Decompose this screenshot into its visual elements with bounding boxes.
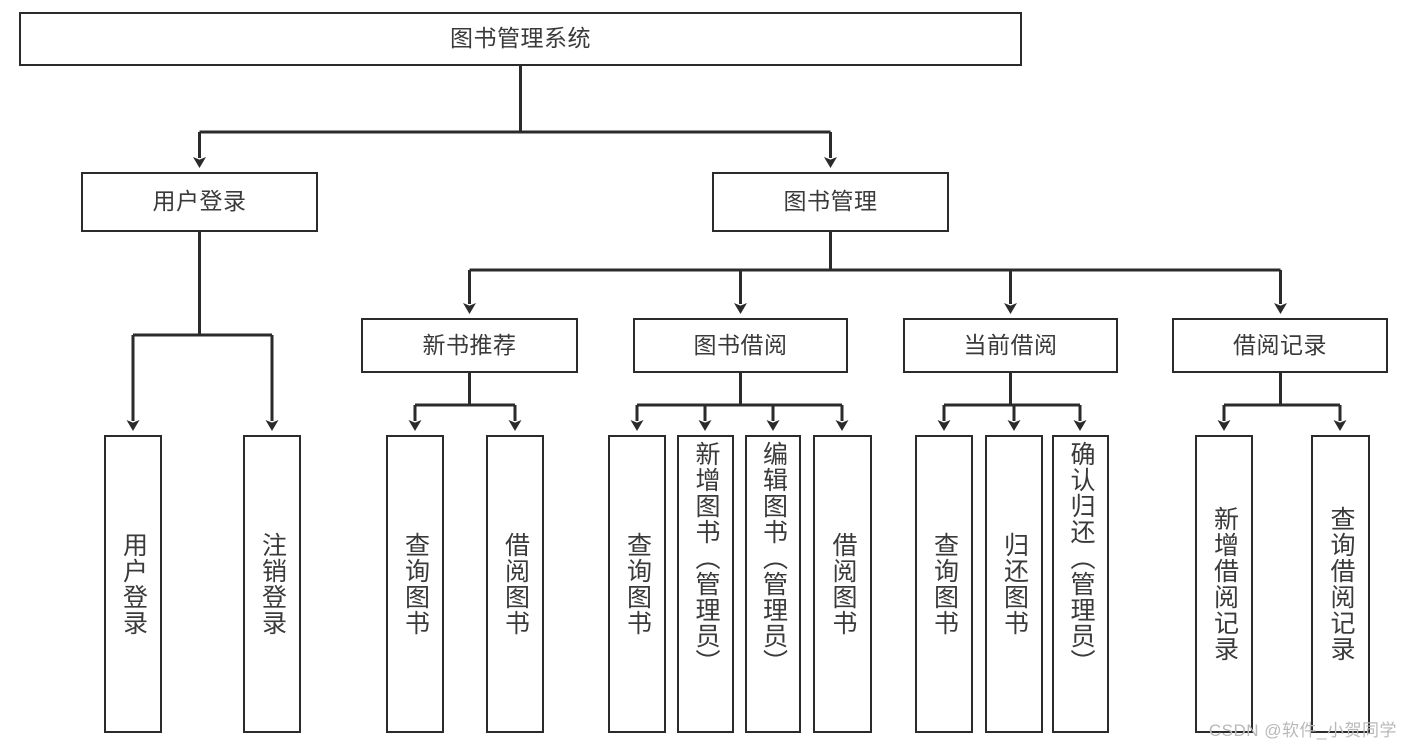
- node-book-borrow[interactable]: 图书借阅: [633, 318, 848, 373]
- node-leaf-edit-book[interactable]: 编辑图书（管理员）: [745, 435, 801, 733]
- node-leaf-query-book-2-label: 查询图书: [623, 532, 652, 636]
- node-leaf-user-login[interactable]: 用户登录: [104, 435, 162, 733]
- node-leaf-query-book-3-label: 查询图书: [930, 532, 959, 636]
- node-new-book-rec[interactable]: 新书推荐: [361, 318, 578, 373]
- node-leaf-return-book[interactable]: 归还图书: [985, 435, 1043, 733]
- node-leaf-add-record[interactable]: 新增借阅记录: [1195, 435, 1253, 733]
- node-current-borrow[interactable]: 当前借阅: [903, 318, 1118, 373]
- node-book-borrow-label: 图书借阅: [693, 331, 788, 358]
- node-user-login[interactable]: 用户登录: [81, 172, 318, 232]
- node-leaf-add-record-label: 新增借阅记录: [1210, 506, 1239, 662]
- node-leaf-confirm-return-label: 确认归还（管理员）: [1067, 441, 1095, 675]
- node-leaf-borrow-book-2[interactable]: 借阅图书: [813, 435, 872, 733]
- node-leaf-query-book-2[interactable]: 查询图书: [608, 435, 666, 733]
- node-leaf-borrow-book-1-label: 借阅图书: [501, 532, 530, 636]
- csdn-watermark: CSDN @软件_小贺同学: [1208, 721, 1397, 740]
- node-leaf-edit-book-label: 编辑图书（管理员）: [759, 441, 788, 675]
- node-leaf-user-login-label: 用户登录: [119, 532, 148, 636]
- node-leaf-query-book-3[interactable]: 查询图书: [915, 435, 973, 733]
- node-book-manage-label: 图书管理: [783, 188, 878, 215]
- node-borrow-record-label: 借阅记录: [1233, 331, 1327, 358]
- node-leaf-query-book-1[interactable]: 查询图书: [386, 435, 444, 733]
- node-leaf-return-book-label: 归还图书: [1000, 532, 1029, 636]
- node-user-login-label: 用户登录: [152, 188, 247, 215]
- node-leaf-user-logout[interactable]: 注销登录: [243, 435, 301, 733]
- node-root-label: 图书管理系统: [450, 25, 591, 52]
- node-leaf-add-book-label: 新增图书（管理员）: [692, 441, 720, 675]
- node-leaf-user-logout-label: 注销登录: [258, 532, 287, 636]
- node-borrow-record[interactable]: 借阅记录: [1172, 318, 1388, 373]
- node-leaf-query-book-1-label: 查询图书: [401, 532, 430, 636]
- node-leaf-confirm-return[interactable]: 确认归还（管理员）: [1052, 435, 1109, 733]
- node-current-borrow-label: 当前借阅: [963, 331, 1058, 358]
- node-leaf-add-book[interactable]: 新增图书（管理员）: [677, 435, 734, 733]
- node-leaf-borrow-book-2-label: 借阅图书: [829, 532, 857, 636]
- node-leaf-query-record[interactable]: 查询借阅记录: [1311, 435, 1370, 733]
- node-root[interactable]: 图书管理系统: [19, 12, 1022, 66]
- node-leaf-query-record-label: 查询借阅记录: [1327, 506, 1355, 662]
- node-book-manage[interactable]: 图书管理: [712, 172, 949, 232]
- node-leaf-borrow-book-1[interactable]: 借阅图书: [486, 435, 544, 733]
- node-new-book-rec-label: 新书推荐: [422, 331, 517, 358]
